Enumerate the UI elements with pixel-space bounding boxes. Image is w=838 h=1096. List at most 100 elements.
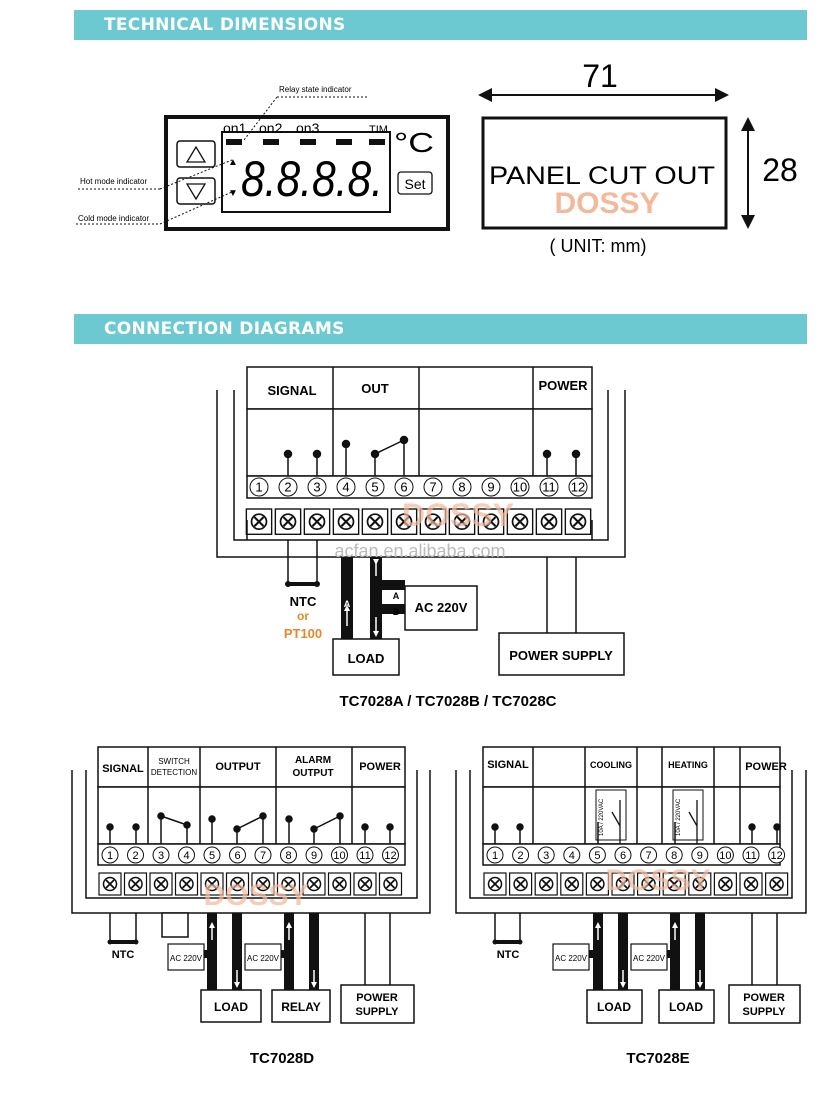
terminal-number: 4 [569,850,575,862]
terminal-screw-icon [378,872,403,896]
terminal-number: 5 [594,850,600,862]
terminal-number-circle [768,846,786,864]
terminal-number: 7 [646,850,652,862]
connection-diagrams-bar: CONNECTION DIAGRAMS [74,314,807,344]
terminal-number-circle [716,846,734,864]
ac-220v-box-e2: AC 220V [633,954,666,963]
terminal-number-circle [305,846,323,864]
terminal-number: 10 [719,850,731,862]
set-label: Set [404,176,425,192]
terminal-number: 8 [671,850,677,862]
technical-dimensions-bar: TECHNICAL DIMENSIONS [74,10,807,40]
relay-rating-cooling: 10A / 220VAC [599,798,605,836]
ac-220v-box-e1: AC 220V [555,954,588,963]
terminal-screw-icon [123,872,148,896]
terminal-number: 1 [107,850,113,862]
terminal-screw-icon [564,507,592,536]
terminal-number-circle [152,846,170,864]
terminal-number-circle [568,477,588,497]
model-label-e: TC7028E [626,1050,689,1067]
terminal-screw-icon [739,872,763,896]
terminal-number-circle [249,477,269,497]
down-button [176,177,216,205]
panel-cutout-label: PANEL CUT OUT [489,162,715,190]
power-supply-d-line2: SUPPLY [355,1006,399,1018]
terminal-number: 5 [371,480,378,495]
detection-header-d: DETECTION [151,768,197,777]
terminal-number-circle [510,477,530,497]
terminal-screw-icon [535,507,563,536]
panel-cutout: 71 PANEL CUT OUT DOSSY 28 ( UNIT: mm) [478,58,798,256]
terminal-number-circle [178,846,195,864]
terminal-number-circle [423,477,443,497]
controller-front-panel: on1 on2 on3 TIM ▲ ▼ 8.8.8.8. °C Set [164,115,450,231]
terminal-number-circle [278,477,298,497]
terminal-number: 4 [183,850,189,862]
ac-220v-box: AC 220V [415,600,468,615]
terminal-screw-icon [534,872,559,896]
terminal-number: 6 [400,480,407,495]
set-button [397,171,433,195]
terminal-number-circle [486,846,504,864]
up-button [176,140,216,168]
terminal-number: 7 [260,850,266,862]
terminal-number-circle [331,846,348,864]
power-header-e: POWER [745,761,787,773]
terminal-number: 6 [234,850,240,862]
terminal-number: 6 [620,850,626,862]
alarm-header-d: ALARM [295,755,331,766]
terminal-number-circle [336,477,356,497]
terminal-number-circle [382,846,399,864]
terminal-number: 7 [429,480,436,495]
unit-celsius: °C [394,127,434,158]
up-arrow-icon [185,145,207,163]
site-watermark: acfan.en.alibaba.com [334,541,505,561]
terminal-number-circle [537,846,555,864]
section-title-technical: TECHNICAL DIMENSIONS [104,15,346,35]
terminal-screw-icon [245,507,273,536]
terminal-number-circle [356,846,374,864]
terminal-number-circle [365,477,385,497]
terminal-number-circle [665,846,683,864]
terminal-number: 1 [255,480,262,495]
relay-state-indicator-label: Relay state indicator [279,85,352,94]
wire-b-label: B [393,607,400,617]
power-supply-e-line2: SUPPLY [742,1006,786,1018]
terminal-number: 10 [513,480,527,495]
switch-detection-wire [161,912,189,938]
load-box-e2: LOAD [669,1000,703,1014]
terminal-number: 11 [542,480,556,495]
segment-display: 8.8.8.8. [241,151,383,207]
power-supply-box: POWER SUPPLY [509,648,613,663]
load-box-e1: LOAD [597,1000,631,1014]
on3-label: on3 [296,120,320,136]
terminal-number: 3 [158,850,164,862]
switch-header-d: SWITCH [158,757,190,766]
power-header-d: POWER [359,761,401,773]
power-header: POWER [538,378,588,393]
tim-label: TIM [369,124,388,136]
terminal-number: 2 [132,850,138,862]
terminal-number: 8 [285,850,291,862]
pt100-label: PT100 [284,626,322,641]
output-header-d: OUTPUT [215,761,261,773]
terminal-screw-icon [303,507,331,536]
ac-220v-box-d1: AC 220V [170,954,203,963]
terminal-screw-icon [764,872,789,896]
terminal-number-circle [614,846,632,864]
power-supply-d-line1: POWER [356,992,398,1004]
dossy-watermark-d: DOSSY [203,879,308,912]
dossy-logo: DOSSY [554,187,659,220]
terminal-number: 9 [487,480,494,495]
terminal-number-circle [691,846,709,864]
diagram-tc7028e: SIGNAL COOLING HEATING POWER 10A / 220VA… [455,746,807,1067]
terminal-number-circle [512,846,530,864]
signal-header-e: SIGNAL [487,759,529,771]
or-label: or [297,609,309,623]
relay-rating-heating: 10A / 220VAC [676,798,682,836]
terminal-number: 5 [209,850,215,862]
terminal-screw-icon [508,872,533,896]
